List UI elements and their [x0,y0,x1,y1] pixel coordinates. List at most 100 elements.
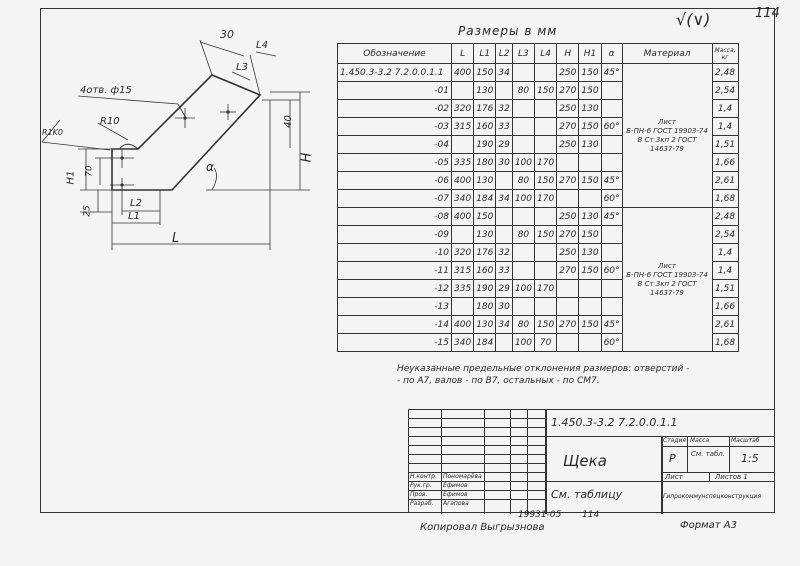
note-line-1: Неуказанные предельные отклонения размер… [397,364,690,374]
cell-h1: 130 [578,207,602,226]
cell-h1: 150 [578,225,602,244]
cell-h1: 150 [578,117,602,136]
part-outline [111,74,262,191]
cell-mass: 1,66 [711,153,739,172]
cell-designation: -10 [337,243,452,262]
cell-l4 [534,135,558,154]
tb-part-name: Щека [563,452,607,470]
cell-designation: -03 [337,117,452,136]
cell-designation: -06 [337,171,452,190]
radius-r1k0-label: R1K0 [42,128,63,137]
cell-l: 335 [450,153,475,172]
cell-l2: 32 [495,99,513,118]
note-line-2: - по А7, валов - по В7, остальных - по С… [397,376,600,386]
cell-mass: 2,61 [711,315,739,334]
cell-l: 400 [450,171,475,190]
cell-l4 [534,207,558,226]
cell-l: 320 [450,243,475,262]
cell-designation: -07 [337,189,452,208]
hole-centers [120,110,230,187]
cell-l2: 33 [495,261,513,280]
cell-l4: 150 [534,81,558,100]
cell-l1: 130 [473,171,497,190]
cell-alpha: 60° [600,333,623,352]
cell-alpha [600,243,623,262]
tb-name-1: Пономарёва [443,473,482,480]
cell-h1 [578,333,602,352]
dim-70-label: 70 [84,165,95,177]
tb-mass-value: См. табл. [691,450,726,458]
dim-l-label: L [172,231,180,246]
cell-designation: -12 [337,279,452,298]
cell-l: 335 [450,279,475,298]
cell-h1 [578,279,602,298]
corner-page-number: 114 [755,6,780,21]
cell-l: 320 [450,99,475,118]
cell-mass: 1,66 [711,297,739,316]
cell-mass: 1,4 [711,117,739,136]
cell-l: 400 [450,63,475,82]
sizes-header: Размеры в мм [458,24,558,38]
cell-l3 [511,99,536,118]
cell-l1: 184 [473,189,497,208]
title-block: 1.450.3-3.2 7.2.0.0.1.1 Щека См. таблицу… [408,409,775,514]
col-h1: H1 [578,43,602,64]
cell-l: 340 [450,333,475,352]
material-prefix: Лист [658,261,676,270]
tb-organization: Гипрокоммунспецконструкция [663,493,762,500]
cell-l4: 170 [534,189,558,208]
cell-alpha [600,153,623,172]
cell-l: 315 [450,117,475,136]
cell-l4 [534,297,558,316]
cell-l1: 160 [473,117,497,136]
cell-h1: 150 [578,261,602,280]
tb-role-4: Разраб. [410,500,434,507]
cell-l2: 34 [495,189,513,208]
stamp-number: 19931-05 [518,510,562,520]
cell-l2: 29 [495,135,513,154]
cell-designation: -15 [337,333,452,352]
tb-stage-label: Стадия [663,437,687,444]
cell-designation: -02 [337,99,452,118]
cell-l2: 30 [495,153,513,172]
col-l: L [450,43,475,64]
cell-l4: 150 [534,315,558,334]
col-l4: L4 [534,43,558,64]
tb-name-2: Ефимов [443,482,468,489]
cell-l4: 70 [534,333,558,352]
cell-mass: 2,48 [711,63,739,82]
cell-mass: 1,4 [711,99,739,118]
cell-l4: 150 [534,225,558,244]
cell-h [556,333,580,352]
cell-alpha: 45° [600,315,623,334]
cell-l1: 176 [473,243,497,262]
cell-l1: 130 [473,81,497,100]
cell-l4 [534,99,558,118]
cell-alpha [600,99,623,118]
cell-designation: -11 [337,261,452,280]
cell-h1: 150 [578,63,602,82]
cell-l1: 160 [473,261,497,280]
cell-h1 [578,297,602,316]
material-line1: Б-ПН-6 ГОСТ 19903-74 [626,270,708,279]
cell-h: 250 [556,63,580,82]
cell-h1: 150 [578,81,602,100]
col-mass: Масса, кг [711,43,739,64]
cell-h: 250 [556,207,580,226]
col-material: Материал [621,43,713,64]
tb-code: 1.450.3-3.2 7.2.0.0.1.1 [551,416,678,429]
cell-l3: 80 [511,225,536,244]
cell-l1: 190 [473,279,497,298]
cell-mass: 2,48 [711,207,739,226]
cell-l3 [511,261,536,280]
cell-alpha [600,135,623,154]
cell-l2: 32 [495,243,513,262]
cell-l [450,297,475,316]
tb-name-3: Ефимов [443,491,468,498]
